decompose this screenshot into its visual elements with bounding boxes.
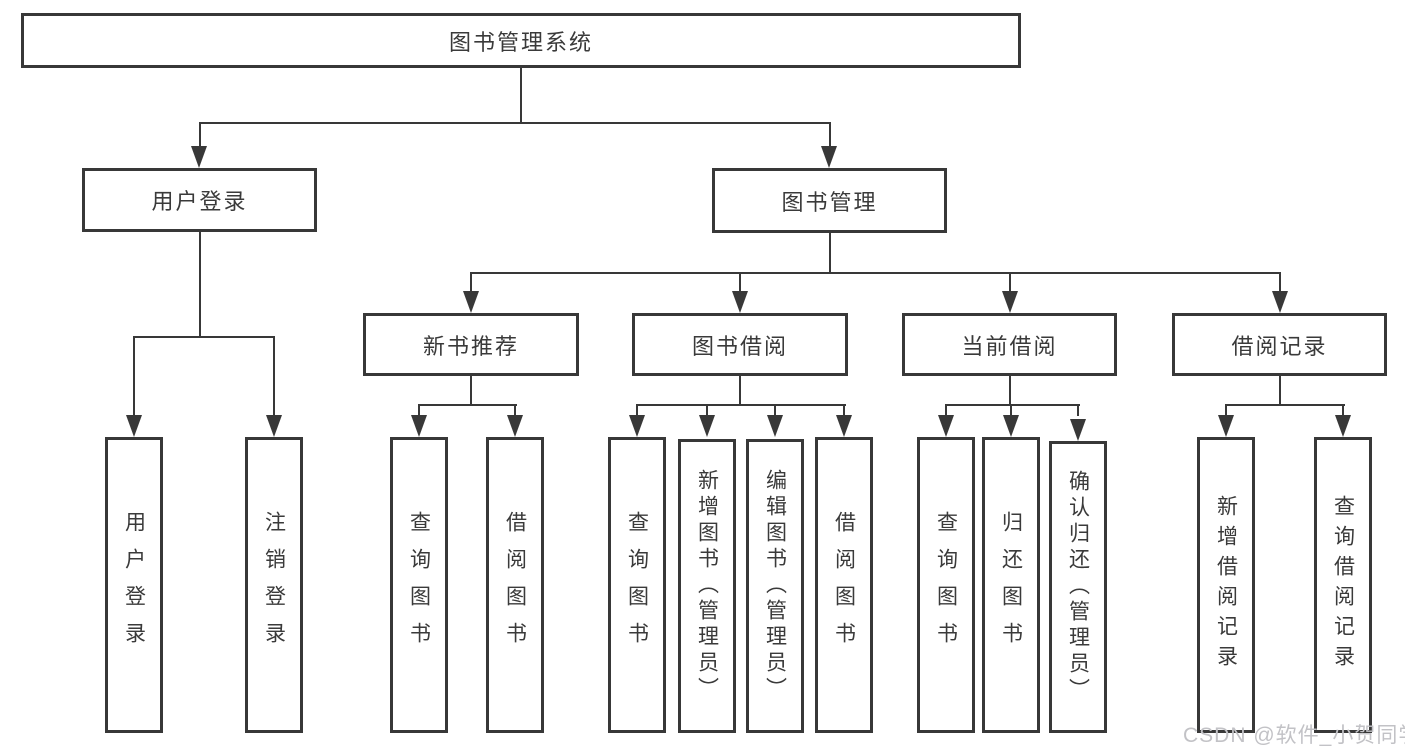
connector-line (1279, 376, 1281, 406)
arrowhead-down-icon (1335, 415, 1351, 437)
node-new-book-recommend: 新书推荐 (363, 313, 579, 376)
leaf-query-book-2: 查询图书 (608, 437, 666, 733)
node-book-borrow-label: 图书借阅 (691, 333, 788, 359)
node-book-management: 图书管理 (712, 168, 947, 233)
leaf-return-book: 归还图书 (982, 437, 1040, 733)
node-borrow-record: 借阅记录 (1172, 313, 1387, 376)
arrowhead-down-icon (463, 291, 479, 313)
leaf-add-book-admin-label: 新增图书（管理员） (695, 469, 719, 703)
node-current-borrow: 当前借阅 (902, 313, 1117, 376)
connector-line (636, 404, 846, 406)
leaf-add-book-admin: 新增图书（管理员） (678, 439, 736, 733)
connector-line (418, 405, 420, 416)
node-user-login: 用户登录 (82, 168, 317, 232)
connector-line (739, 376, 741, 406)
connector-line (199, 232, 201, 338)
connector-line (774, 405, 776, 416)
connector-line (470, 273, 472, 292)
arrowhead-down-icon (507, 415, 523, 437)
leaf-user-login-label: 用户登录 (122, 511, 146, 659)
leaf-return-book-label: 归还图书 (999, 511, 1023, 659)
connector-line (514, 405, 516, 416)
connector-line (945, 404, 1080, 406)
csdn-watermark: CSDN @软件_小贺同学 (1183, 724, 1405, 747)
connector-line (273, 337, 275, 416)
connector-line (1279, 273, 1281, 292)
arrowhead-down-icon (1218, 415, 1234, 437)
arrowhead-down-icon (699, 415, 715, 437)
leaf-add-borrow-record-label: 新增借阅记录 (1214, 495, 1238, 675)
connector-line (739, 273, 741, 292)
leaf-query-book-3: 查询图书 (917, 437, 975, 733)
node-borrow-record-label: 借阅记录 (1231, 333, 1328, 359)
node-user-login-label: 用户登录 (151, 189, 248, 214)
connector-line (1225, 405, 1227, 416)
node-current-borrow-label: 当前借阅 (961, 333, 1058, 359)
connector-line (1010, 405, 1012, 416)
leaf-edit-book-admin-label: 编辑图书（管理员） (763, 469, 787, 703)
connector-line (636, 405, 638, 416)
arrowhead-down-icon (126, 415, 142, 437)
node-root-label: 图书管理系统 (448, 29, 593, 55)
leaf-confirm-return-admin-label: 确认归还（管理员） (1066, 470, 1090, 704)
arrowhead-down-icon (821, 146, 837, 168)
connector-line (829, 123, 831, 147)
arrowhead-down-icon (1003, 415, 1019, 437)
arrowhead-down-icon (191, 146, 207, 168)
node-book-management-label: 图书管理 (781, 189, 878, 215)
arrowhead-down-icon (1272, 291, 1288, 313)
connector-line (1077, 405, 1079, 416)
arrowhead-down-icon (1070, 419, 1086, 441)
connector-line (945, 405, 947, 416)
arrowhead-down-icon (767, 415, 783, 437)
connector-line (1009, 273, 1011, 292)
connector-line (829, 233, 831, 274)
leaf-query-borrow-record: 查询借阅记录 (1314, 437, 1372, 733)
leaf-logout-label: 注销登录 (262, 511, 286, 659)
arrowhead-down-icon (836, 415, 852, 437)
leaf-query-book-2-label: 查询图书 (625, 511, 649, 659)
connector-line (133, 336, 275, 338)
arrowhead-down-icon (732, 291, 748, 313)
leaf-query-book-1-label: 查询图书 (407, 511, 431, 659)
leaf-borrow-book-2-label: 借阅图书 (832, 511, 856, 659)
connector-line (418, 404, 517, 406)
leaf-query-book-1: 查询图书 (390, 437, 448, 733)
arrowhead-down-icon (629, 415, 645, 437)
connector-line (706, 405, 708, 416)
connector-line (470, 272, 1281, 274)
leaf-logout: 注销登录 (245, 437, 303, 733)
connector-line (1009, 376, 1011, 406)
arrowhead-down-icon (1002, 291, 1018, 313)
connector-line (199, 122, 831, 124)
connector-line (133, 337, 135, 416)
connector-line (470, 376, 472, 406)
leaf-borrow-book-2: 借阅图书 (815, 437, 873, 733)
connector-line (199, 123, 201, 147)
node-book-borrow: 图书借阅 (632, 313, 848, 376)
connector-line (1225, 404, 1345, 406)
node-root: 图书管理系统 (21, 13, 1021, 68)
leaf-borrow-book-1-label: 借阅图书 (503, 511, 527, 659)
leaf-user-login: 用户登录 (105, 437, 163, 733)
leaf-confirm-return-admin: 确认归还（管理员） (1049, 441, 1107, 733)
arrowhead-down-icon (266, 415, 282, 437)
connector-line (1342, 405, 1344, 416)
connector-line (843, 405, 845, 416)
leaf-query-borrow-record-label: 查询借阅记录 (1331, 495, 1355, 675)
leaf-add-borrow-record: 新增借阅记录 (1197, 437, 1255, 733)
leaf-edit-book-admin: 编辑图书（管理员） (746, 439, 804, 733)
arrowhead-down-icon (938, 415, 954, 437)
arrowhead-down-icon (411, 415, 427, 437)
node-new-book-recommend-label: 新书推荐 (422, 333, 519, 359)
leaf-query-book-3-label: 查询图书 (934, 511, 958, 659)
leaf-borrow-book-1: 借阅图书 (486, 437, 544, 733)
connector-line (520, 68, 522, 124)
